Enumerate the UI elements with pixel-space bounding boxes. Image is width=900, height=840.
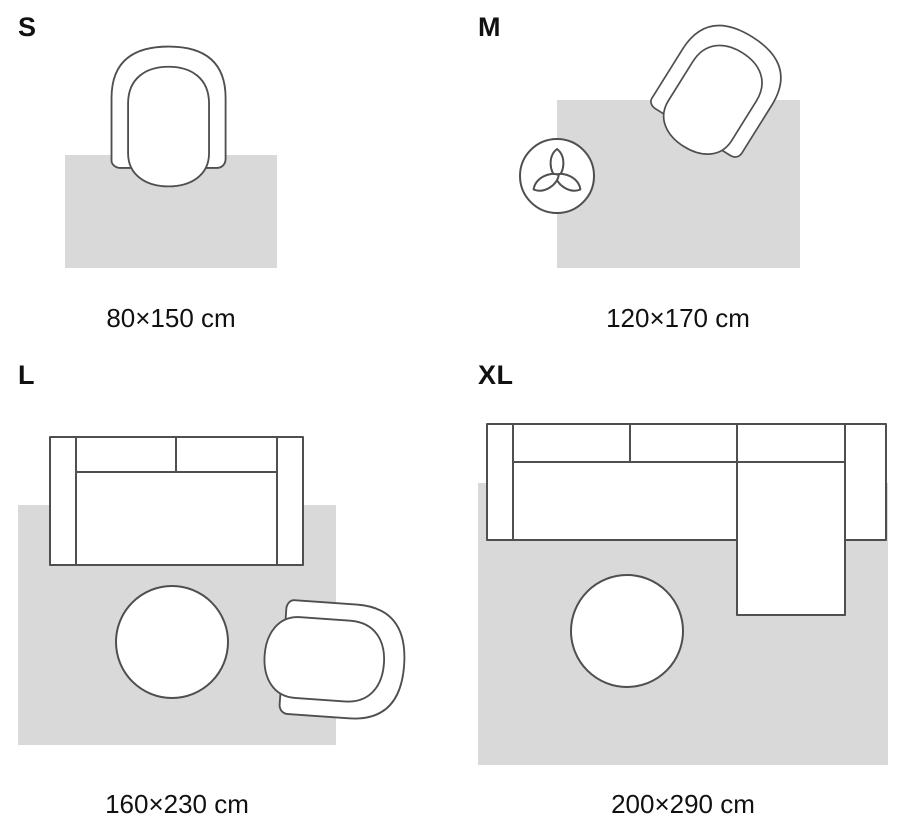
plant-pot <box>519 138 595 214</box>
size-letter-m: M <box>478 12 501 42</box>
dimensions-s: 80×150 cm <box>106 303 236 333</box>
size-letter-s: S <box>18 12 37 42</box>
sectional-sofa <box>486 423 887 616</box>
armchair-s <box>110 45 227 188</box>
panel-xl <box>478 423 888 765</box>
coffee-table-l <box>115 585 229 699</box>
dimensions-m: 120×170 cm <box>606 303 750 333</box>
panel-m <box>519 8 800 268</box>
dimensions-xl: 200×290 cm <box>611 789 755 819</box>
size-letter-l: L <box>18 360 35 390</box>
coffee-table-xl <box>570 574 684 688</box>
panel-s <box>65 45 277 268</box>
sofa <box>49 436 304 566</box>
panel-l <box>18 436 410 745</box>
dimensions-l: 160×230 cm <box>105 789 249 819</box>
plant-leaves-icon <box>532 148 582 192</box>
size-letter-xl: XL <box>478 360 514 390</box>
